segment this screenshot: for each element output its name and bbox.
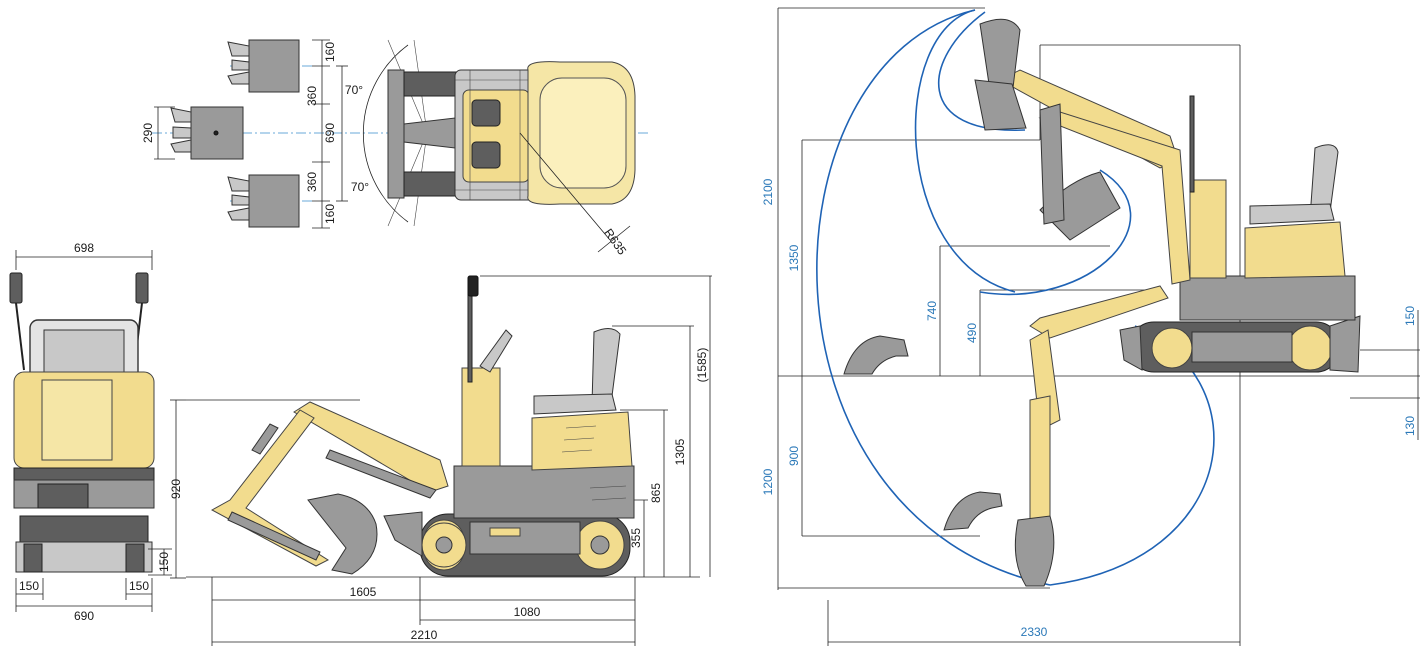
front-view-dimension-3: 150 — [19, 579, 39, 593]
top-view-dimension-7: 70° — [351, 180, 369, 194]
side-view-dimension-3: 355 — [629, 528, 643, 548]
working-range-dimension-8: 2330 — [1021, 625, 1048, 639]
bucket-center-left — [170, 106, 244, 160]
side-view-dimension-0: 1305 — [673, 438, 687, 465]
front-view-dimension-0: 698 — [74, 241, 94, 255]
front-view-dimension-2: 150 — [157, 552, 171, 572]
working-range-dimension-2: 740 — [925, 301, 939, 321]
working-range-dimension-0: 2100 — [761, 178, 775, 205]
bucket-bottom-left — [227, 174, 300, 228]
top-view-dimension-8: R635 — [601, 226, 629, 258]
front-view — [9, 250, 186, 612]
top-view-dimension-1: 360 — [305, 86, 319, 106]
side-view-dimension-2: 865 — [649, 483, 663, 503]
working-range-dimension-7: 1200 — [761, 468, 775, 495]
top-view-dimension-2: 690 — [323, 123, 337, 143]
working-range-dimension-5: 130 — [1403, 416, 1417, 436]
dimension-labels: 160 360 690 360 160 290 70° 70° R635 698 920 150 150… — [19, 42, 1417, 642]
working-range-dimension-6: 900 — [787, 446, 801, 466]
top-view-dimension-4: 160 — [323, 204, 337, 224]
top-view-dimension-0: 160 — [323, 42, 337, 62]
front-view-dimension-4: 150 — [129, 579, 149, 593]
working-range-dimension-1: 1350 — [787, 244, 801, 271]
working-range-view — [777, 7, 1420, 646]
top-view-dimension-5: 290 — [141, 123, 155, 143]
side-view-dimension-6: 2210 — [411, 628, 438, 642]
side-view — [186, 275, 712, 646]
front-view-dimension-1: 920 — [169, 479, 183, 499]
working-range-dimension-3: 490 — [965, 323, 979, 343]
top-view-dimension-3: 360 — [305, 172, 319, 192]
side-view-dimension-5: 1080 — [514, 605, 541, 619]
front-view-dimension-5: 690 — [74, 609, 94, 623]
top-view-dimension-6: 70° — [345, 83, 363, 97]
side-view-dimension-1: (1585) — [695, 348, 709, 383]
side-view-dimension-4: 1605 — [350, 585, 377, 599]
bucket-top-left — [227, 39, 300, 93]
top-view — [152, 39, 650, 253]
working-range-dimension-4: 150 — [1403, 306, 1417, 326]
